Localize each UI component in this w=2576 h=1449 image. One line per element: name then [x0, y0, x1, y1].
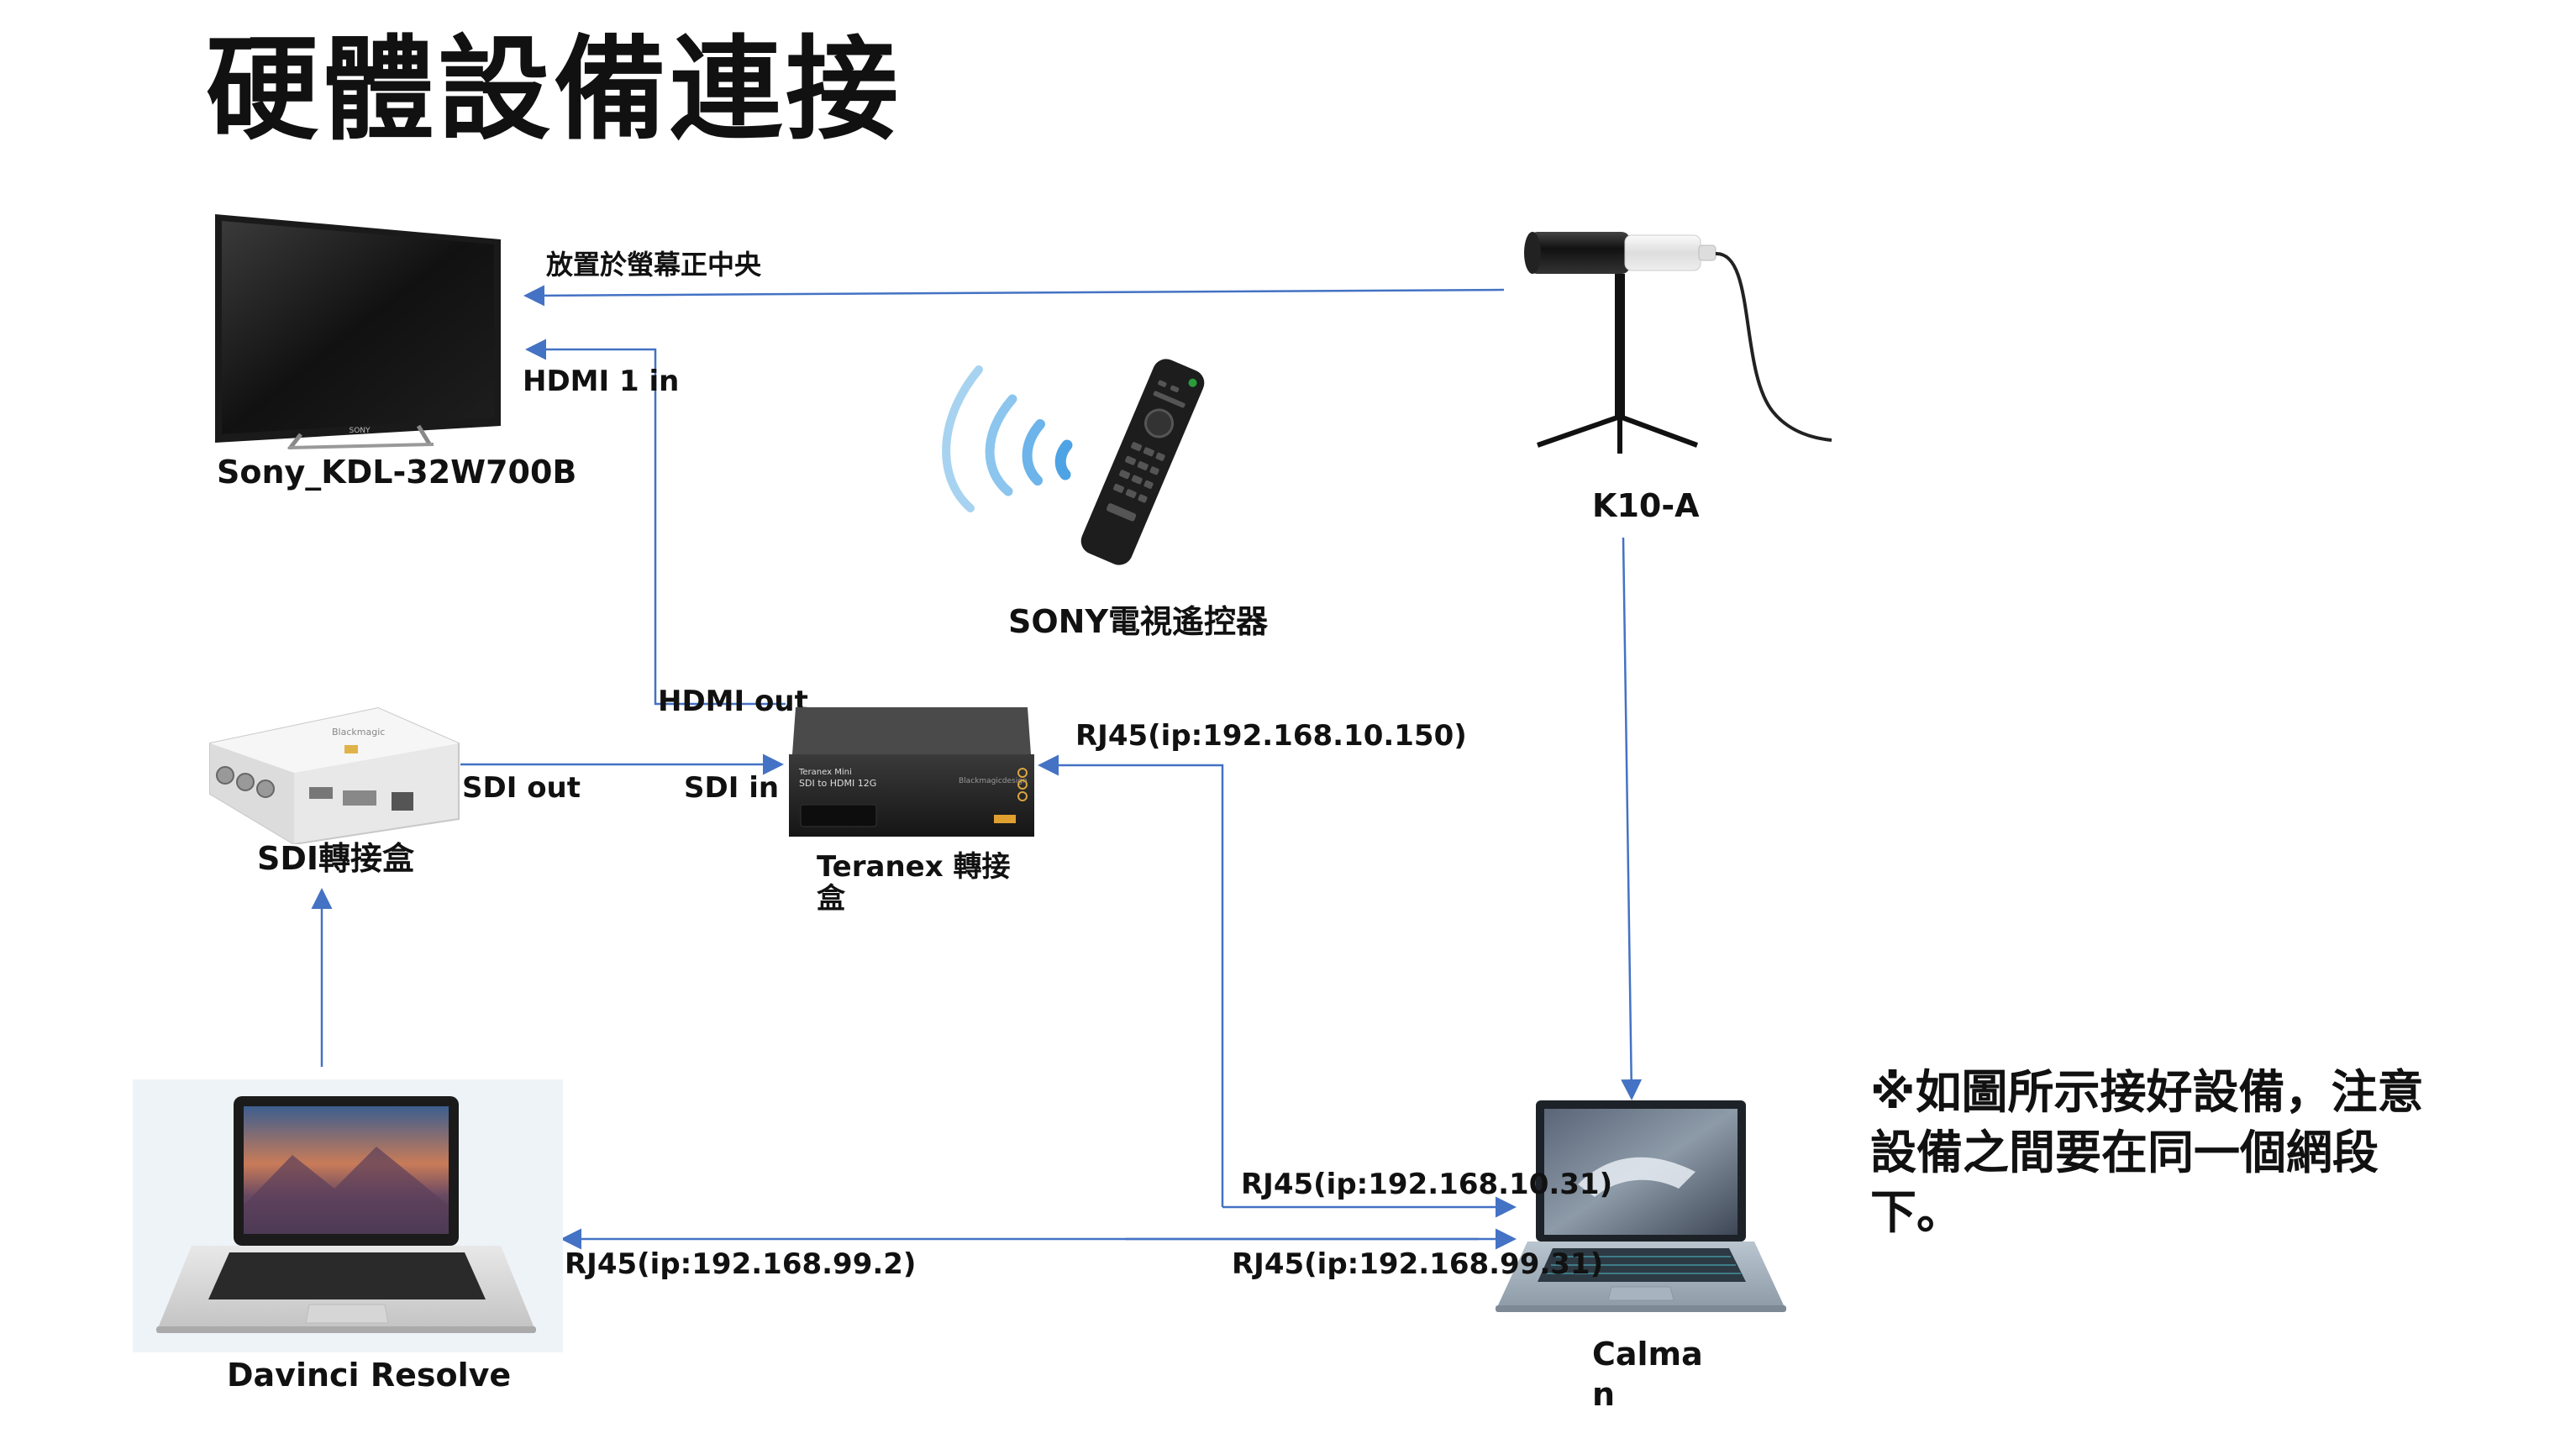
remote-device	[933, 353, 1235, 596]
davinci-label: Davinci Resolve	[227, 1357, 512, 1394]
remote-label: SONY電視遙控器	[1008, 603, 1268, 640]
teranex-label-1: Teranex 轉接	[817, 850, 1011, 884]
network-note: ※如圖所示接好設備，注意設備之間要在同一個網段下。	[1870, 1065, 2424, 1239]
rj45-davinci-label: RJ45(ip:192.168.99.2)	[565, 1247, 917, 1281]
teranex-brand-2: SDI to HDMI 12G	[799, 778, 876, 789]
sdi-out-label: SDI out	[462, 771, 581, 805]
wire-rj45-teranex-calman	[1038, 754, 1224, 1207]
sdi-box-maker: Blackmagic	[332, 727, 385, 738]
hdmi-out-label: HDMI out	[658, 685, 808, 718]
rj45-calman-99-label: RJ45(ip:192.168.99.31)	[1232, 1247, 1604, 1281]
gaming-laptop-icon	[1496, 1100, 1786, 1312]
calman-label-2: n	[1592, 1376, 1616, 1413]
calman-label-1: Calma	[1592, 1336, 1703, 1373]
wire-probe-to-tv	[523, 285, 1505, 307]
sdi-box-device: Blackmagic	[193, 693, 462, 846]
probe-device	[1420, 202, 1840, 487]
tv-icon: SONY	[215, 214, 501, 451]
davinci-device	[133, 1079, 563, 1352]
tv-brand: SONY	[349, 427, 371, 435]
tv-label: Sony_KDL-32W700B	[217, 454, 577, 491]
teranex-icon: Teranex Mini SDI to HDMI 12G Blackmagicd…	[789, 707, 1034, 837]
page-title: 硬體設備連接	[206, 24, 902, 155]
hdmi-in-label: HDMI 1 in	[523, 365, 680, 398]
teranex-label-2: 盒	[817, 882, 845, 916]
sdi-box-icon: Blackmagic	[209, 706, 460, 846]
sdi-box-label: SDI轉接盒	[257, 840, 415, 877]
calman-device	[1485, 1092, 1796, 1331]
teranex-brand-1: Teranex Mini	[798, 768, 852, 777]
wire-probe-to-calman	[1621, 537, 1643, 1100]
wire-hdmi	[525, 339, 786, 706]
rj45-calman-10-label: RJ45(ip:192.168.10.31)	[1241, 1168, 1613, 1201]
macbook-icon	[156, 1096, 536, 1333]
probe-label: K10-A	[1592, 487, 1700, 524]
colorimeter-icon	[1524, 232, 1832, 454]
tv-device: SONY	[208, 206, 511, 451]
probe-placement-label: 放置於螢幕正中央	[546, 249, 762, 281]
teranex-maker: Blackmagicdesign	[959, 777, 1028, 785]
rj45-teranex-label: RJ45(ip:192.168.10.150)	[1075, 719, 1467, 753]
remote-icon	[942, 359, 1205, 565]
sdi-in-label: SDI in	[684, 771, 780, 805]
teranex-device: Teranex Mini SDI to HDMI 12G Blackmagicd…	[786, 706, 1038, 840]
